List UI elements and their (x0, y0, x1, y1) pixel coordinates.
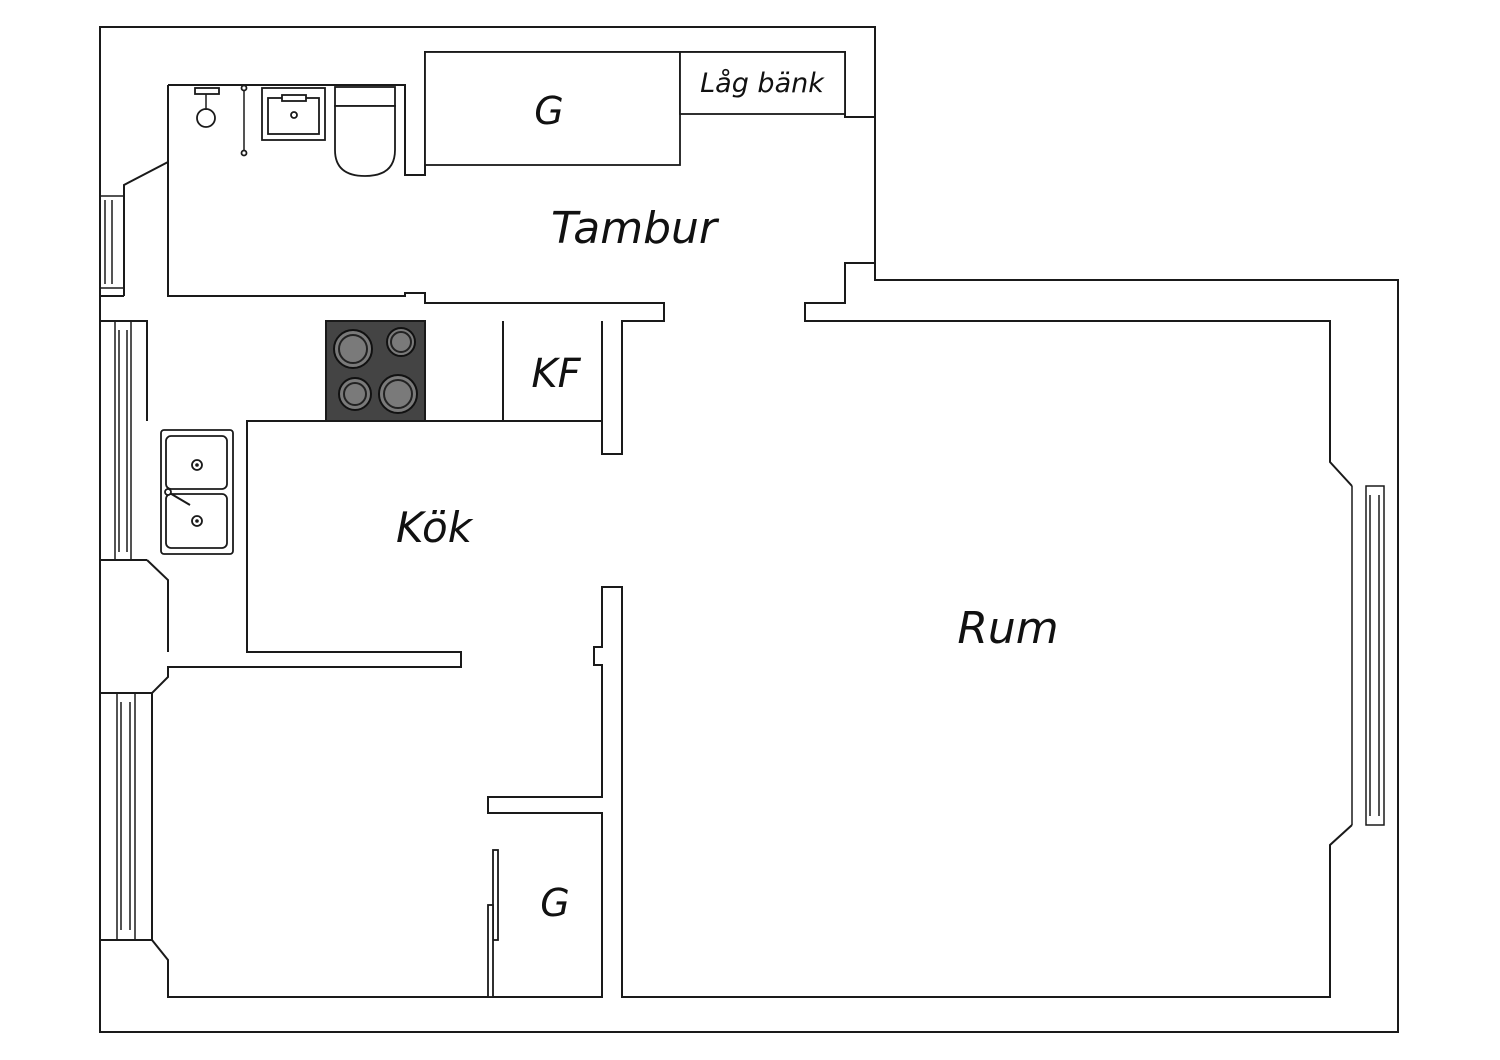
window-rum (1351, 485, 1399, 826)
bathroom-fixtures (194, 84, 396, 177)
fridge-freezer: KF (531, 351, 581, 397)
shower-icon (194, 84, 248, 157)
outer-wall (99, 26, 1399, 1033)
fridge-freezer-label: KF (531, 351, 581, 397)
window-kitchen (114, 320, 132, 561)
tambur-east-notch (804, 262, 1353, 487)
room-label-kok: Kök (396, 503, 474, 552)
wardrobe-bottom: G (487, 813, 603, 998)
low-bench-label: Låg bänk (700, 68, 825, 99)
walls (99, 26, 1399, 1033)
toilet-icon (334, 86, 396, 177)
washbasin-icon (261, 87, 326, 141)
window-bedroom (116, 692, 136, 941)
room-label-rum: Rum (957, 603, 1058, 654)
window-bath (99, 195, 125, 289)
windows (99, 195, 1399, 941)
wardrobe-bottom-label: G (540, 881, 569, 925)
low-bench: Låg bänk (679, 51, 846, 115)
room-label-tambur: Tambur (551, 203, 720, 254)
sink-icon (160, 429, 234, 555)
wardrobe-top-label: G (534, 89, 563, 133)
stove-icon (325, 320, 426, 422)
wardrobe-top: G (424, 51, 681, 166)
